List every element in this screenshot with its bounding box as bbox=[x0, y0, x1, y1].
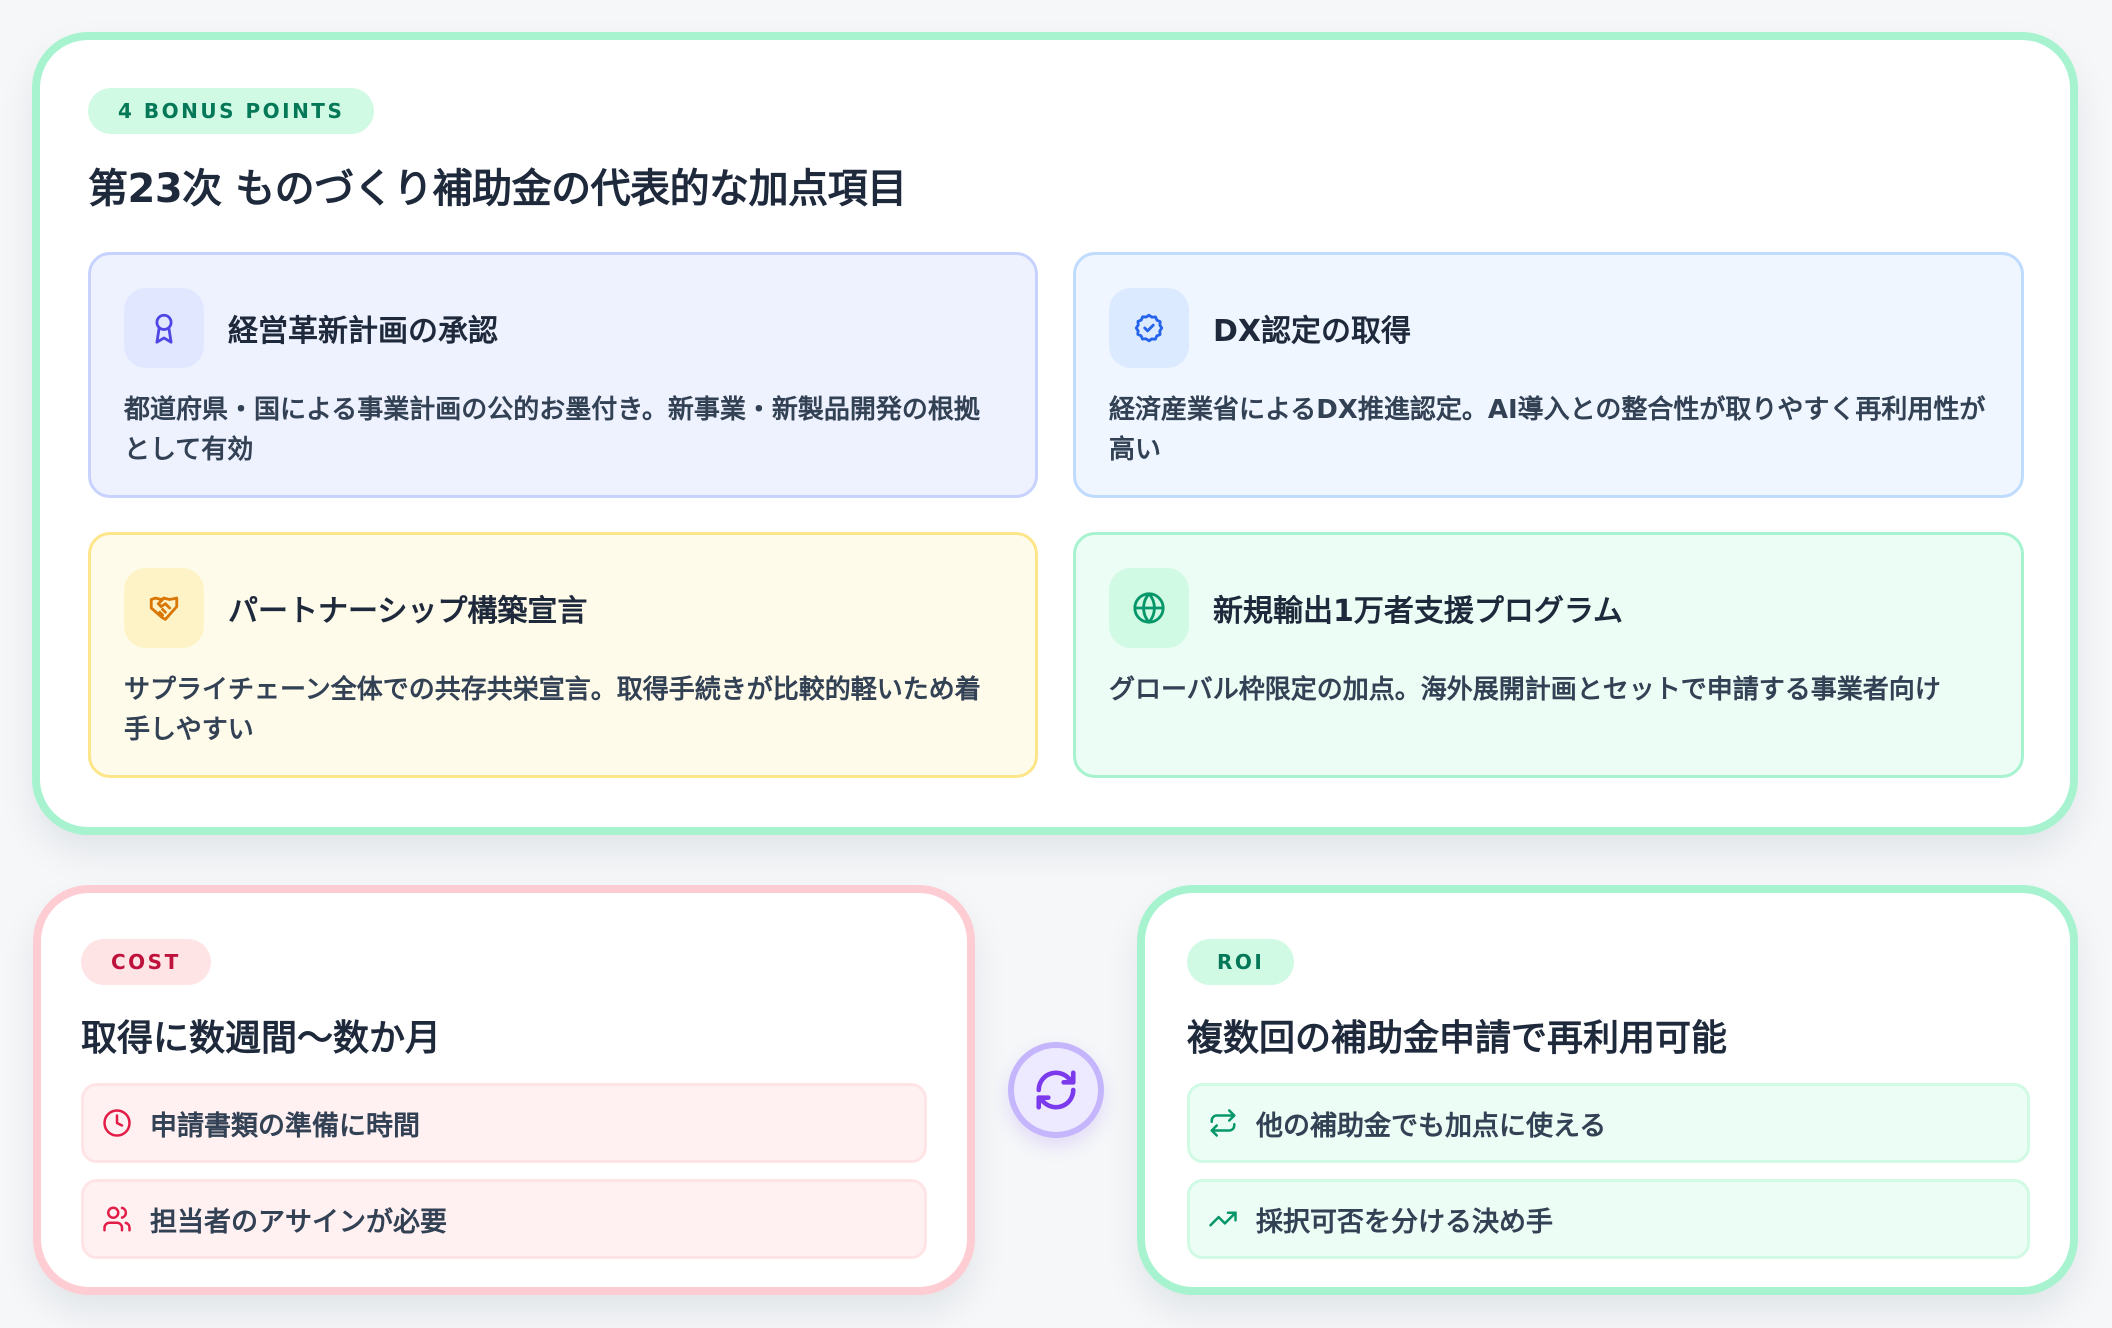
clock-icon bbox=[103, 1109, 131, 1137]
cost-card: COST 取得に数週間〜数か月 申請書類の準備に時間 担当者のアサインが必要 bbox=[33, 885, 975, 1295]
list-item-label: 申請書類の準備に時間 bbox=[150, 1110, 420, 1142]
list-item-label: 採択可否を分ける決め手 bbox=[1256, 1206, 1553, 1238]
roi-title: 複数回の補助金申請で再利用可能 bbox=[1187, 1018, 1728, 1059]
bonus-item-description: 都道府県・国による事業計画の公的お墨付き。新事業・新製品開発の根拠として有効 bbox=[124, 395, 980, 465]
cost-title: 取得に数週間〜数か月 bbox=[81, 1018, 442, 1059]
roi-badge: ROI bbox=[1187, 939, 1295, 985]
bonus-item-description: サプライチェーン全体での共存共栄宣言。取得手続きが比較的軽いため着手しやすい bbox=[124, 675, 981, 745]
roi-card: ROI 複数回の補助金申請で再利用可能 他の補助金でも加点に使える 採択可否を分… bbox=[1137, 885, 2078, 1295]
roi-list: 他の補助金でも加点に使える 採択可否を分ける決め手 bbox=[1187, 1083, 2030, 1259]
globe-icon bbox=[1109, 568, 1189, 648]
list-item: 申請書類の準備に時間 bbox=[81, 1083, 927, 1163]
bonus-item-description: 経済産業省によるDX推進認定。AI導入との整合性が取りやすく再利用性が高い bbox=[1109, 395, 1986, 465]
cost-list: 申請書類の準備に時間 担当者のアサインが必要 bbox=[81, 1083, 927, 1259]
bonus-item-title: DX認定の取得 bbox=[1213, 314, 1412, 349]
bonus-item-dx-certification: DX認定の取得 経済産業省によるDX推進認定。AI導入との整合性が取りやすく再利… bbox=[1073, 252, 2024, 498]
cost-badge: COST bbox=[81, 939, 211, 985]
bonus-points-badge: 4 BONUS POINTS bbox=[88, 88, 375, 134]
bonus-item-title: パートナーシップ構築宣言 bbox=[228, 594, 588, 629]
repeat-icon bbox=[1210, 1109, 1236, 1137]
list-item-label: 担当者のアサインが必要 bbox=[150, 1206, 447, 1238]
bonus-item-title: 新規輸出1万者支援プログラム bbox=[1213, 594, 1623, 629]
badge-check-icon bbox=[1109, 288, 1189, 368]
bonus-points-card: 4 BONUS POINTS 第23次 ものづくり補助金の代表的な加点項目 経営… bbox=[32, 32, 2078, 835]
list-item-label: 他の補助金でも加点に使える bbox=[1256, 1110, 1607, 1142]
users-icon bbox=[103, 1206, 131, 1232]
bonus-item-description: グローバル枠限定の加点。海外展開計画とセットで申請する事業者向け bbox=[1109, 675, 1941, 705]
bonus-item-partnership-declaration: パートナーシップ構築宣言 サプライチェーン全体での共存共栄宣言。取得手続きが比較… bbox=[88, 532, 1038, 778]
refresh-icon bbox=[1008, 1042, 1104, 1138]
bonus-item-export-support: 新規輸出1万者支援プログラム グローバル枠限定の加点。海外展開計画とセットで申請… bbox=[1073, 532, 2024, 778]
bonus-item-title: 経営革新計画の承認 bbox=[228, 314, 498, 349]
bonus-items-grid: 経営革新計画の承認 都道府県・国による事業計画の公的お墨付き。新事業・新製品開発… bbox=[88, 252, 2024, 778]
page-title: 第23次 ものづくり補助金の代表的な加点項目 bbox=[88, 166, 907, 212]
award-icon bbox=[124, 288, 204, 368]
handshake-icon bbox=[124, 568, 204, 648]
list-item: 他の補助金でも加点に使える bbox=[1187, 1083, 2030, 1163]
bonus-item-management-innovation: 経営革新計画の承認 都道府県・国による事業計画の公的お墨付き。新事業・新製品開発… bbox=[88, 252, 1038, 498]
trending-up-icon bbox=[1209, 1211, 1237, 1227]
list-item: 採択可否を分ける決め手 bbox=[1187, 1179, 2030, 1259]
list-item: 担当者のアサインが必要 bbox=[81, 1179, 927, 1259]
